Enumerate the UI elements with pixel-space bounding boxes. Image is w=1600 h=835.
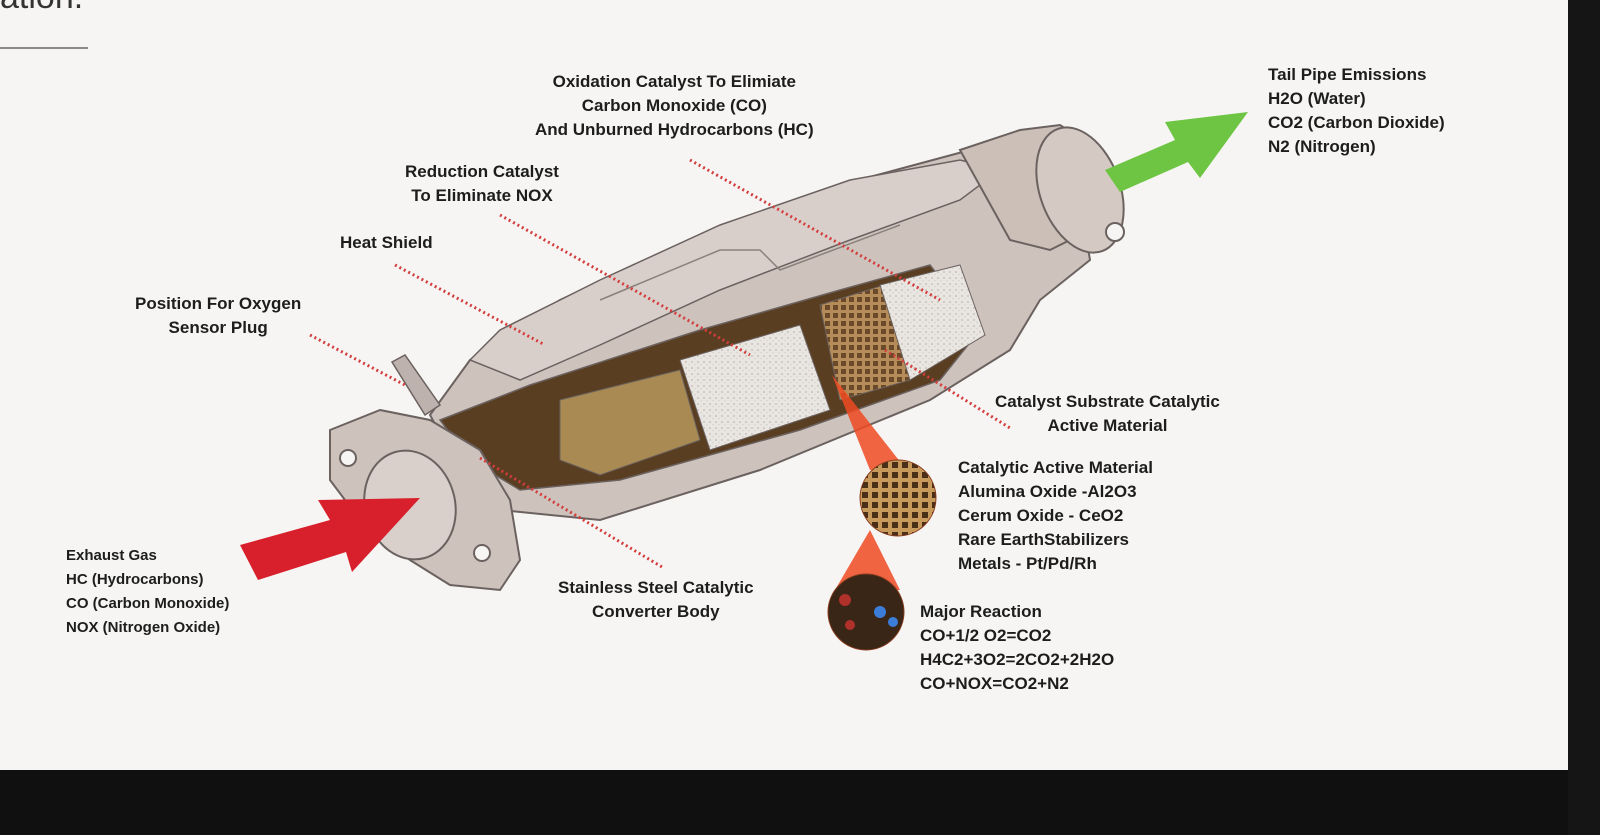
- major-reaction-label: Major Reaction CO+1/2 O2=CO2 H4C2+3O2=2C…: [920, 602, 1115, 693]
- first-substrate: [559, 369, 701, 476]
- molecule-blue: [888, 617, 898, 627]
- inlet-arrow: [240, 498, 420, 580]
- oxygen-sensor-label: Position For Oxygen Sensor Plug: [135, 294, 302, 337]
- second-substrate: [679, 324, 831, 451]
- molecule-red: [839, 594, 851, 606]
- molecule-closeup: [827, 573, 905, 651]
- oxygen-sensor-plug: [390, 354, 442, 417]
- dark-background-bottom: [0, 770, 1568, 835]
- third-substrate: [879, 264, 986, 381]
- shield-ridge: [599, 224, 901, 301]
- inlet-bolt-hole-top: [339, 449, 357, 467]
- inlet-bolt-hole-bottom: [473, 544, 491, 562]
- exhaust-gas-label: Exhaust Gas HC (Hydrocarbons) CO (Carbon…: [66, 547, 230, 636]
- cell-closeup: [859, 459, 937, 537]
- converter-body-label: Stainless Steel Catalytic Converter Body: [558, 578, 754, 621]
- heat-shield-label: Heat Shield: [340, 233, 433, 252]
- outlet-arrow: [1105, 112, 1248, 192]
- reduction-catalyst-label: Reduction Catalyst To Eliminate NOX: [405, 162, 559, 205]
- catalyst-substrate-label: Catalyst Substrate Catalytic Active Mate…: [995, 392, 1220, 435]
- tail-pipe-emissions-label: Tail Pipe Emissions H2O (Water) CO2 (Car…: [1268, 65, 1445, 156]
- header-text-fragment: ation.: [0, 0, 83, 17]
- zoom-cone-upper: [832, 375, 905, 470]
- outlet-bolt-hole: [1105, 222, 1125, 242]
- molecule-red: [845, 620, 855, 630]
- converter-illustration: [0, 47, 1248, 651]
- dark-background-right: [1568, 0, 1600, 835]
- leader-body: [479, 456, 663, 569]
- zoom-cone-lower: [835, 530, 900, 590]
- oxidation-catalyst-label: Oxidation Catalyst To Elimiate Carbon Mo…: [535, 72, 814, 139]
- catalytic-active-material-label: Catalytic Active Material Alumina Oxide …: [958, 458, 1153, 573]
- leader-oxygen-sensor: [309, 333, 406, 387]
- leader-heat-shield: [394, 263, 546, 347]
- molecule-blue: [874, 606, 886, 618]
